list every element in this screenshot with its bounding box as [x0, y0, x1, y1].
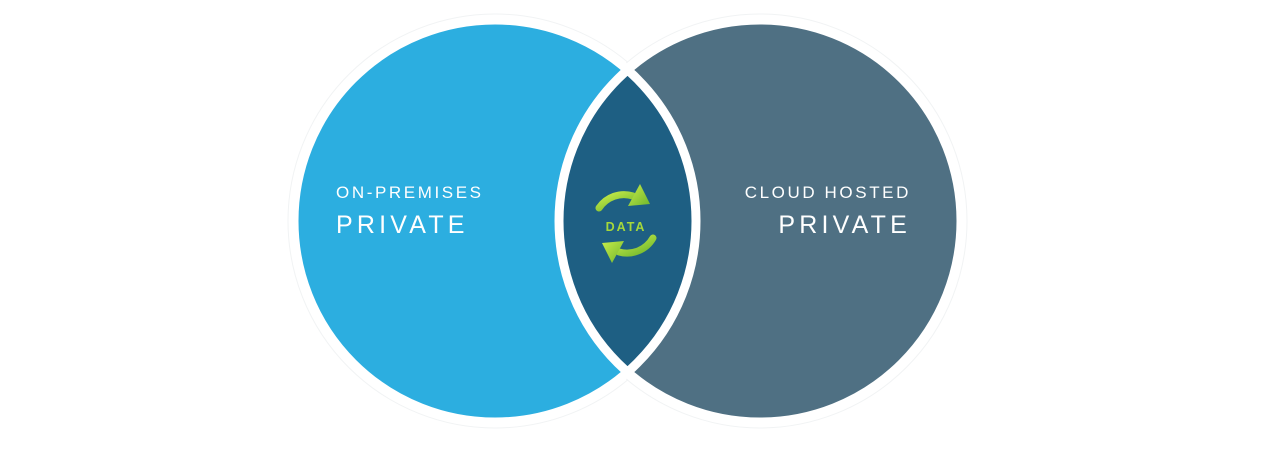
overlap-label: DATA	[606, 220, 647, 234]
left-circle-title: PRIVATE	[336, 211, 469, 239]
sync-arrows-icon	[595, 184, 657, 263]
overlap-region	[559, 20, 696, 422]
right-circle-title: PRIVATE	[778, 211, 911, 239]
left-circle-subtitle: ON-PREMISES	[336, 183, 484, 202]
right-circle-subtitle: CLOUD HOSTED	[745, 183, 911, 202]
left-circle-outline	[289, 15, 701, 427]
right-circle-outline	[554, 15, 966, 427]
